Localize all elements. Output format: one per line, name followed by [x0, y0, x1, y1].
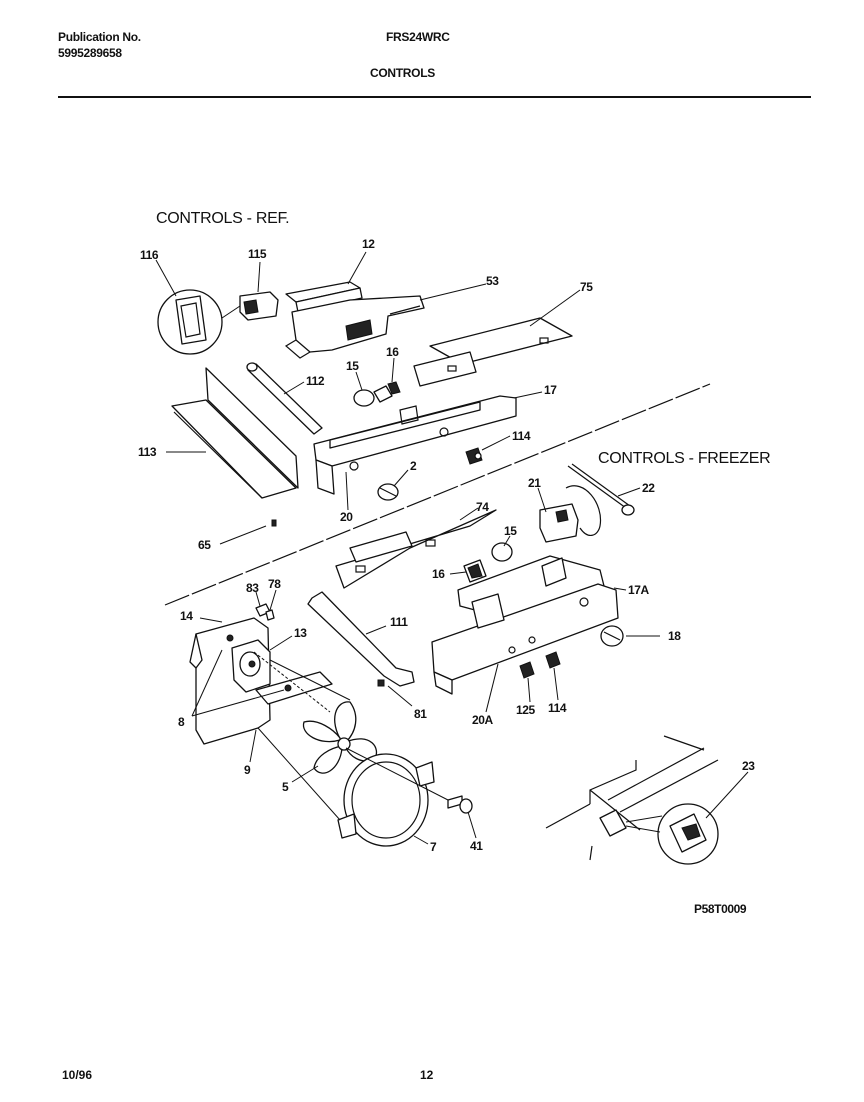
part-15-16-bulb-socket	[353, 381, 401, 407]
section-title: CONTROLS	[370, 66, 435, 80]
callout-113: 113	[138, 445, 157, 459]
callout-116: 116	[140, 248, 159, 262]
part-23-cabinet-detail	[545, 735, 719, 865]
part-111-lever	[307, 591, 415, 687]
callout-20a: 20A	[472, 713, 494, 727]
callout-65: 65	[198, 538, 211, 552]
callout-17: 17	[544, 383, 557, 397]
callout-21: 21	[528, 476, 541, 490]
callout-14: 14	[180, 609, 193, 623]
part-18-knob	[600, 625, 624, 647]
section-heading-ref: CONTROLS - REF.	[156, 210, 289, 227]
part-7-fan-shroud	[337, 753, 435, 847]
alignment-lines	[253, 651, 449, 821]
part-116-detail	[157, 289, 241, 355]
part-65-screw	[271, 519, 277, 527]
callout-111: 111	[390, 615, 408, 629]
part-17-control-panel	[313, 395, 517, 495]
part-83-78-clips	[255, 603, 275, 621]
callout-17a: 17A	[628, 583, 650, 597]
part-22-capillary	[565, 463, 635, 536]
callout-115: 115	[248, 247, 267, 261]
callout-22: 22	[642, 481, 655, 495]
callout-74: 74	[476, 500, 489, 514]
callout-5: 5	[282, 780, 289, 794]
callout-23: 23	[742, 759, 755, 773]
callout-18: 18	[668, 629, 681, 643]
callout-8: 8	[178, 715, 185, 729]
callout-78: 78	[268, 577, 281, 591]
callout-125: 125	[516, 703, 536, 717]
part-41-screw	[447, 795, 473, 814]
callout-9: 9	[244, 763, 251, 777]
footer-date: 10/96	[62, 1068, 93, 1082]
part-112-tube	[246, 362, 323, 435]
callout-15-freezer: 15	[504, 524, 517, 538]
part-2-knob	[377, 483, 399, 501]
callout-15-ref: 15	[346, 359, 359, 373]
part-81-screw	[377, 679, 385, 687]
callout-13: 13	[294, 626, 307, 640]
model-number: FRS24WRC	[386, 30, 450, 44]
section-heading-freezer: CONTROLS - FREEZER	[598, 450, 770, 467]
callout-114-freezer: 114	[548, 701, 567, 715]
callout-16-ref: 16	[386, 345, 399, 359]
publication-label: Publication No.	[58, 30, 141, 44]
callout-112: 112	[306, 374, 325, 388]
callout-114-ref: 114	[512, 429, 531, 443]
callout-7: 7	[430, 840, 437, 854]
callout-20: 20	[340, 510, 353, 524]
part-74-bracket	[335, 509, 497, 589]
part-113-channel	[171, 367, 299, 499]
callout-41: 41	[470, 839, 483, 853]
part-115-switch	[239, 291, 279, 321]
callout-12: 12	[362, 237, 375, 251]
callout-81: 81	[414, 707, 427, 721]
part-15-16-freezer-bulb	[463, 542, 513, 583]
part-114-knob-ref	[465, 447, 483, 465]
leader-lines	[155, 251, 749, 845]
part-17a-control-housing	[431, 555, 619, 695]
part-21-thermostat	[539, 503, 579, 543]
footer-page-number: 12	[420, 1068, 434, 1082]
header-rule	[58, 96, 811, 98]
part-53-housing	[284, 295, 425, 359]
section-divider-line	[164, 383, 711, 606]
callout-2: 2	[410, 459, 417, 473]
part-75-bracket	[413, 317, 573, 387]
drawing-code: P58T0009	[694, 902, 747, 916]
publication-number: 5995289658	[58, 46, 122, 60]
part-12-shield	[285, 281, 363, 313]
part-125-114-knobs	[519, 651, 561, 679]
callout-53: 53	[486, 274, 499, 288]
part-13-fan-motor	[231, 639, 271, 693]
callout-75: 75	[580, 280, 593, 294]
callout-83: 83	[246, 581, 259, 595]
callout-16-freezer: 16	[432, 567, 445, 581]
